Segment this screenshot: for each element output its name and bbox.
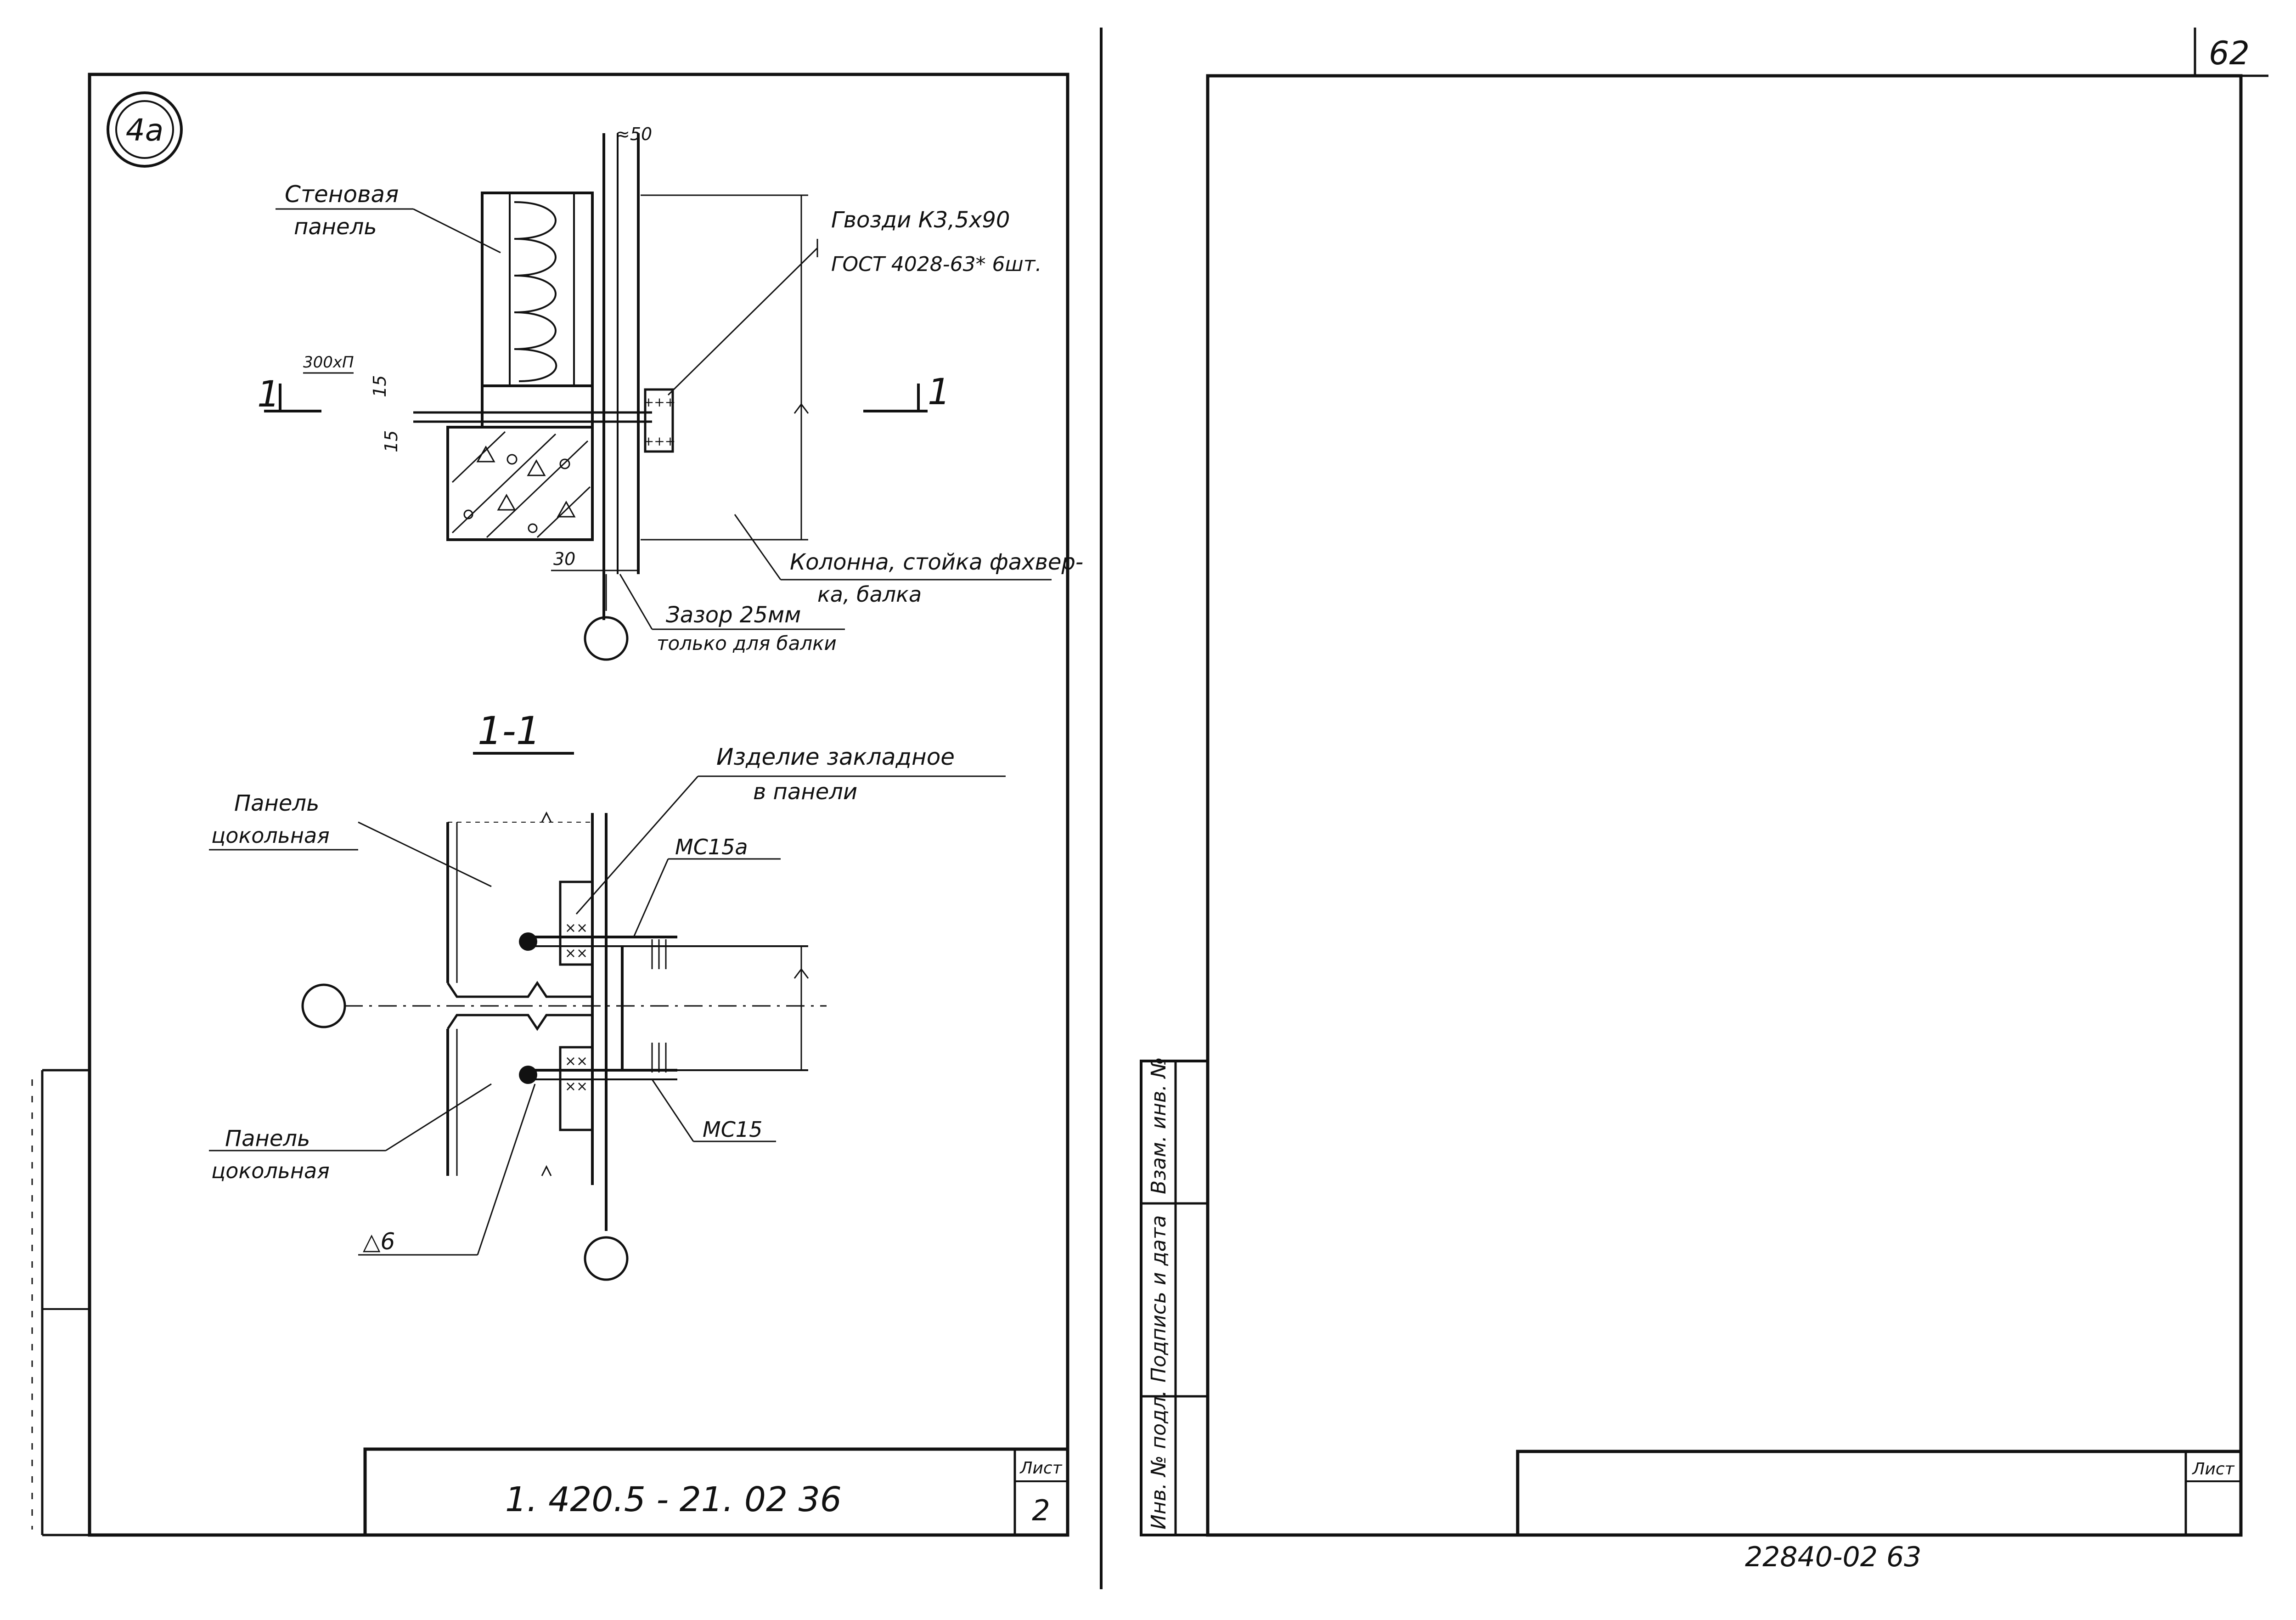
weld-dot-top [519,932,537,951]
weld-leader [477,1084,536,1255]
dim-15-b: 15 [381,430,401,452]
svg-text:××: ×× [565,1053,588,1069]
plinth-panel-top-label: Панель [234,790,319,816]
left-sheet: 4а [31,73,1083,1537]
right-title-block: Лист [1516,1450,2243,1537]
wall-panel-leader [413,208,501,254]
mc15a-leader [633,858,669,937]
stamp-sign-date: Подпись и дата [1147,1215,1171,1383]
left-title-block: 1. 420.5 - 21. 02 36 Лист 2 [363,1447,1069,1537]
left-sheet-label: Лист [1019,1459,1062,1478]
mc15a-label: МС15а [675,835,748,859]
svg-text:1: 1 [928,372,951,413]
upper-detail: +++ +++ [413,133,809,661]
embedded-item-leader [575,776,699,914]
svg-text:+++: +++ [643,434,675,449]
gap-note-label: только для балки [657,632,837,655]
nails-spec-label: ГОСТ 4028-63* 6шт. [831,253,1041,276]
dim-30: 30 [553,549,575,569]
section-title: 1-1 [478,708,540,753]
concrete-hatch [451,431,591,538]
embedded-plate-bottom [559,1046,594,1131]
embedded-item-label: Изделие закладное [716,744,955,770]
mc15-label: МС15 [703,1117,762,1142]
bottom-note: 22840-02 63 [1745,1541,1921,1573]
nails-leader [667,247,818,396]
right-sheet: 62 Инв. № подл. Подпись и дата Взам. инв… [1140,28,2268,1573]
plinth-panel-bottom-label-2: цокольная [211,1158,330,1183]
svg-text:××: ×× [565,920,588,936]
nail-plate [644,388,674,453]
wall-panel-outline [481,192,594,387]
left-binding-strip [31,1069,90,1536]
column-axis-bubble-1 [584,616,629,661]
wall-panel-label-2: панель [294,214,377,240]
column-axis-bubble-2 [584,1236,629,1281]
weld-dot-bottom [519,1066,537,1084]
weld-symbol-label: △6 [363,1228,395,1255]
detail-marker-label: 4а [126,113,163,148]
axis-bubble-horizontal [301,983,346,1028]
dim-50: ≈50 [615,124,652,144]
embedded-plate-top [559,881,594,966]
gap-leader [619,574,653,630]
right-sheet-frame [1206,74,2243,1537]
mc15-leader [651,1079,694,1142]
svg-text:××: ×× [565,945,588,961]
insulation-pattern [514,201,557,382]
left-sheet-number: 2 [1032,1494,1050,1527]
plinth-block [446,426,594,541]
plinth-panel-bottom-leader [385,1083,492,1151]
dim-300: 300хП [303,353,354,372]
plinth-panel-top-leader [358,821,492,887]
column-label-2: ка, балка [817,582,922,607]
dim-15-a: 15 [370,375,390,397]
plinth-panel-top-label-2: цокольная [211,823,330,848]
gap-label: Зазор 25мм [666,602,801,628]
wall-panel-label: Стеновая [285,181,399,208]
detail-marker: 4а [107,91,183,168]
svg-text:××: ×× [565,1078,588,1095]
plinth-panel-bottom-label: Панель [225,1126,310,1151]
section-cut-right: 1 [863,372,951,413]
column-leader [734,514,782,580]
page-number: 62 [2209,34,2250,72]
side-stamp: Инв. № подл. Подпись и дата Взам. инв. № [1140,1057,1209,1536]
column-label: Колонна, стойка фахвер- [790,549,1083,575]
stamp-inv-orig: Инв. № подл. [1147,1390,1171,1530]
right-sheet-label: Лист [2191,1460,2234,1479]
drawing-code: 1. 420.5 - 21. 02 36 [505,1480,842,1519]
section-cut-left: 1 [257,374,321,415]
stamp-replace-inv: Взам. инв. № [1147,1057,1171,1194]
embedded-item-label-2: в панели [753,779,857,805]
section-1-1-drawing: ×× ×× ×× ×× [301,811,827,1281]
svg-text:1: 1 [257,374,280,415]
nails-label: Гвозди К3,5х90 [831,207,1010,233]
svg-text:+++: +++ [643,395,675,410]
